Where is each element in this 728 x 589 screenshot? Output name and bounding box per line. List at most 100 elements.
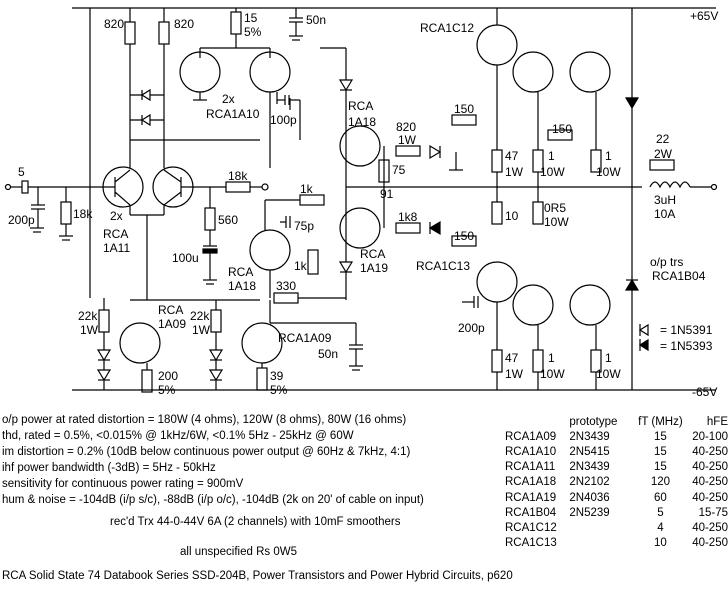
- rca1a19-transistor: [339, 207, 381, 249]
- svg-text:1: 1: [605, 149, 612, 163]
- resistor-200: [141, 369, 153, 393]
- svg-text:47: 47: [505, 149, 519, 163]
- input-resistor-18k: [60, 201, 72, 225]
- svg-text:1W: 1W: [505, 367, 524, 381]
- svg-text:820: 820: [104, 17, 124, 31]
- svg-text:2x: 2x: [110, 209, 123, 223]
- resistor-22k-a: [98, 309, 110, 333]
- svg-text:22k: 22k: [78, 309, 98, 323]
- svg-text:1: 1: [605, 351, 612, 365]
- svg-text:100u: 100u: [172, 251, 199, 265]
- svg-text:50n: 50n: [306, 13, 326, 27]
- svg-text:1W: 1W: [192, 323, 211, 337]
- svg-text:1: 1: [548, 351, 555, 365]
- svg-text:RCA1B04: RCA1B04: [652, 269, 706, 283]
- svg-text:10W: 10W: [540, 165, 565, 179]
- resistor-22: [649, 159, 675, 171]
- rca1a09-transistor-b: [241, 322, 283, 364]
- svg-text:1W: 1W: [505, 165, 524, 179]
- svg-text:RCA: RCA: [360, 247, 385, 261]
- svg-text:100p: 100p: [270, 113, 297, 127]
- rca1c13-transistor: [476, 261, 518, 303]
- resistor-39: [256, 367, 268, 391]
- spec-line-1: o/p power at rated distortion = 180W (4 …: [2, 414, 407, 426]
- amplifier-schematic: +65V -65V 5 200p 18k 820 820 2x RCA 1A11…: [4, 7, 718, 399]
- rca1a18-transistor-top: [339, 125, 381, 167]
- svg-text:50n: 50n: [318, 347, 338, 361]
- svg-text:RCA: RCA: [348, 99, 373, 113]
- source-citation: RCA Solid State 74 Databook Series SSD-2…: [2, 570, 513, 582]
- svg-text:RCA1C12: RCA1C12: [420, 21, 474, 35]
- svg-text:10W: 10W: [596, 165, 621, 179]
- svg-text:5: 5: [18, 165, 25, 179]
- svg-text:= 1N5393: = 1N5393: [660, 339, 713, 353]
- resistor-150-c: [451, 235, 477, 247]
- output-transistor-top-a: [512, 51, 554, 93]
- svg-text:1A18: 1A18: [348, 115, 376, 129]
- rca1c12-transistor: [476, 24, 518, 66]
- svg-text:200: 200: [158, 369, 178, 383]
- svg-text:150: 150: [454, 229, 474, 243]
- svg-text:15: 15: [244, 11, 258, 25]
- spec-line-6: hum & noise = -104dB (i/p s/c), -88dB (i…: [2, 494, 424, 506]
- negative-rail-label: -65V: [692, 385, 717, 399]
- svg-text:2W: 2W: [654, 147, 673, 161]
- svg-text:10: 10: [505, 209, 519, 223]
- resistor-47-a: [491, 149, 503, 173]
- svg-text:10W: 10W: [596, 367, 621, 381]
- resistor-150-a: [451, 114, 477, 126]
- resistor-560: [204, 207, 216, 231]
- svg-text:47: 47: [505, 351, 519, 365]
- svg-text:1: 1: [548, 149, 555, 163]
- table-header-row: prototype fT (MHz) hFE: [569, 415, 728, 428]
- svg-text:RCA1A10: RCA1A10: [206, 107, 260, 121]
- svg-text:820: 820: [396, 120, 416, 134]
- svg-text:= 1N5391: = 1N5391: [660, 323, 713, 337]
- resistor-1k8: [395, 222, 421, 234]
- svg-text:1k: 1k: [300, 182, 314, 196]
- svg-text:75: 75: [392, 163, 406, 177]
- input-terminal: [4, 183, 12, 191]
- svg-text:RCA: RCA: [158, 303, 183, 317]
- spec-line-2: thd, rated = 0.5%, <0.015% @ 1kHz/6W, <0…: [2, 430, 354, 442]
- input-cap-label: 200p: [8, 213, 35, 227]
- resistor-0r5: [532, 201, 544, 225]
- svg-text:RCA: RCA: [103, 227, 128, 241]
- svg-text:10A: 10A: [654, 207, 675, 221]
- svg-text:22: 22: [656, 132, 670, 146]
- output-transistor-top-b: [569, 51, 611, 93]
- svg-text:RCA1A09: RCA1A09: [278, 331, 332, 345]
- svg-text:2x: 2x: [222, 92, 235, 106]
- svg-text:1W: 1W: [398, 133, 417, 147]
- trim-pot-1k: [307, 249, 319, 275]
- resistor-75: [378, 159, 390, 183]
- rca1a18-transistor-mid: [249, 229, 291, 271]
- svg-text:150: 150: [454, 102, 474, 116]
- resistor-15: [230, 11, 242, 35]
- svg-text:1A09: 1A09: [158, 317, 186, 331]
- svg-text:75p: 75p: [294, 219, 314, 233]
- svg-text:RCA: RCA: [228, 265, 253, 279]
- svg-text:3uH: 3uH: [654, 193, 676, 207]
- resistor-note: all unspecified Rs 0W5: [180, 546, 297, 558]
- resistor-820-a: [124, 21, 136, 45]
- svg-text:22k: 22k: [190, 309, 210, 323]
- output-terminal: [710, 183, 718, 191]
- positive-rail-label: +65V: [690, 9, 718, 23]
- svg-text:o/p trs: o/p trs: [650, 255, 683, 269]
- svg-text:18k: 18k: [73, 207, 93, 221]
- resistor-820-b: [158, 21, 170, 45]
- svg-text:330: 330: [276, 279, 296, 293]
- spec-line-3: im distortion = 0.2% (10dB below continu…: [2, 446, 411, 458]
- resistor-18k-series: [225, 181, 251, 193]
- svg-text:0R5: 0R5: [544, 201, 566, 215]
- output-transistor-bot-a: [512, 284, 554, 326]
- transformer-note: rec'd Trx 44-0-44V 6A (2 channels) with …: [110, 516, 401, 528]
- svg-text:1A11: 1A11: [103, 241, 130, 255]
